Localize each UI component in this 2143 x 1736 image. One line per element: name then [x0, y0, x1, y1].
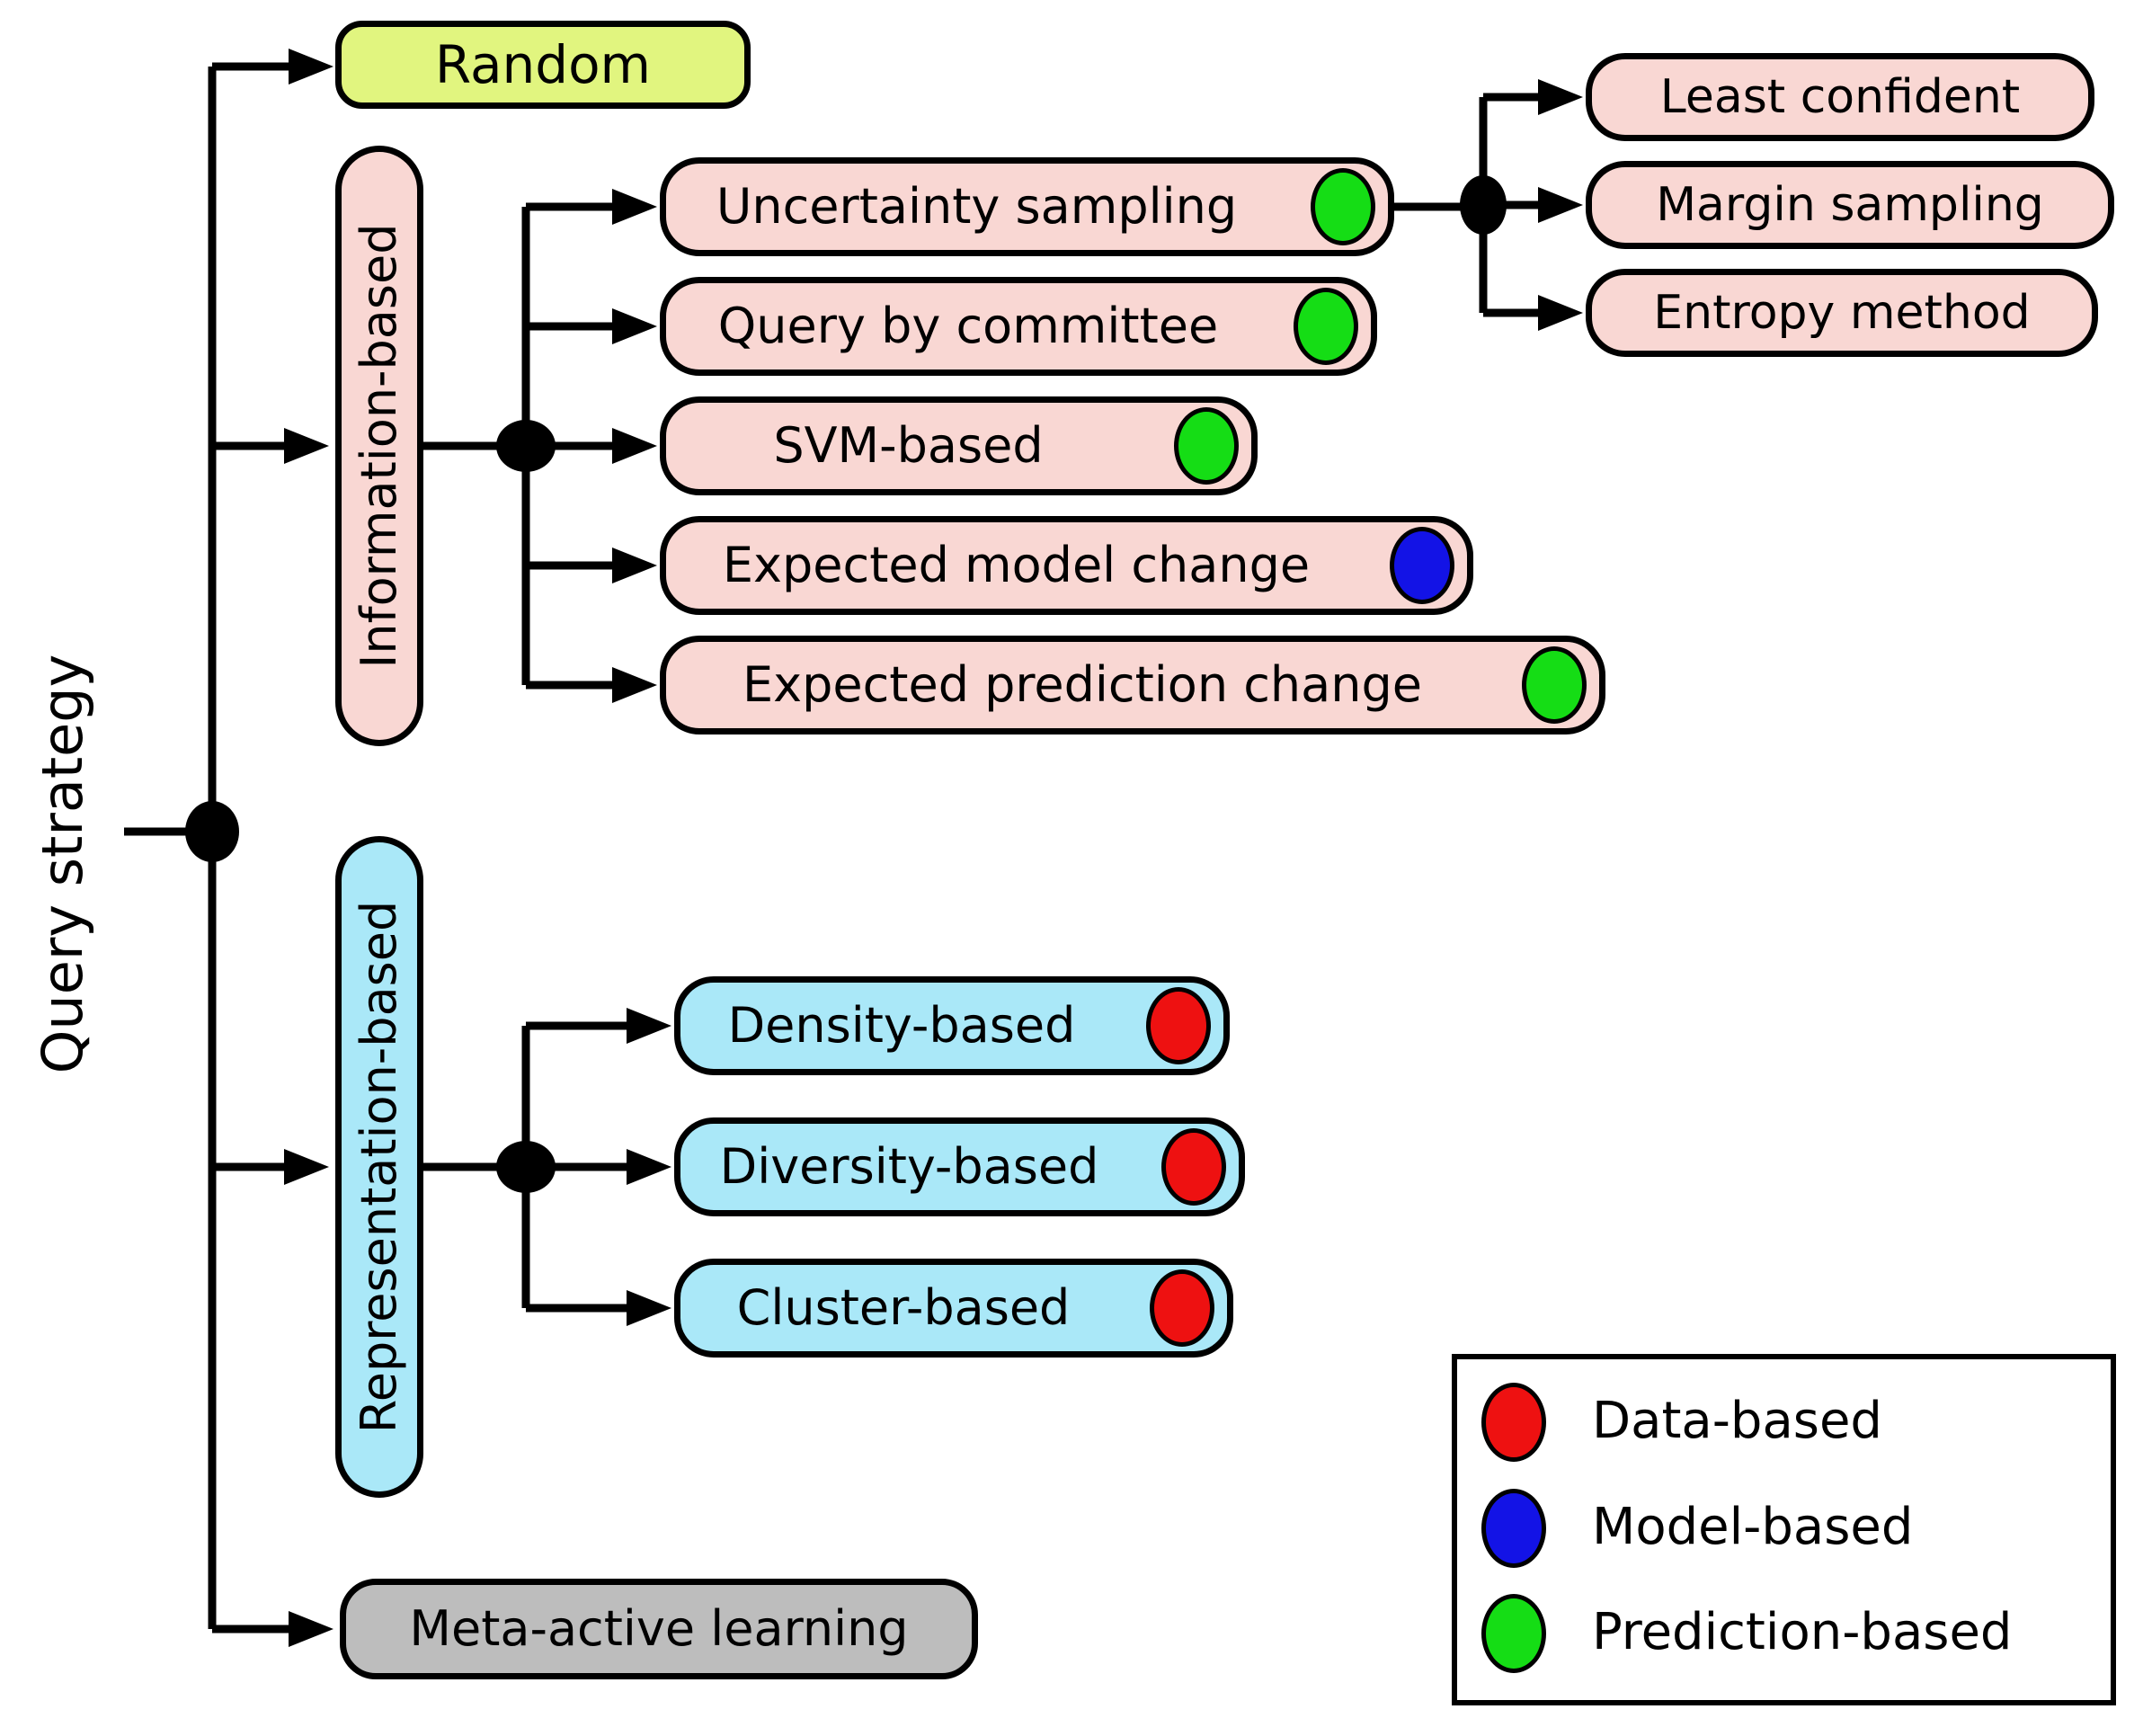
- arrowhead: [612, 189, 657, 225]
- legend-label: Model-based: [1592, 1498, 1914, 1556]
- node-label: SVM-based: [773, 417, 1044, 474]
- node-information-based: Information-based: [335, 146, 423, 746]
- arrowhead: [612, 428, 657, 464]
- node-uncertainty-sampling: Uncertainty sampling: [660, 157, 1394, 256]
- arrowhead: [627, 1008, 671, 1044]
- node-query-by-committee: Query by committee: [660, 277, 1377, 376]
- arrowhead: [627, 1149, 671, 1185]
- prediction-based-indicator: [1294, 288, 1358, 365]
- junction-dot: [185, 801, 239, 862]
- data-based-indicator: [1161, 1128, 1226, 1206]
- node-label: Uncertainty sampling: [716, 178, 1238, 235]
- node-label: Expected prediction change: [742, 656, 1422, 713]
- prediction-based-indicator: [1522, 646, 1587, 724]
- node-label: Query by committee: [717, 298, 1219, 354]
- arrowhead: [612, 548, 657, 583]
- data-based-indicator: [1146, 987, 1211, 1064]
- legend-label: Data-based: [1592, 1392, 1882, 1450]
- arrowhead: [1538, 187, 1583, 223]
- arrowhead: [289, 1611, 333, 1647]
- arrowhead: [612, 667, 657, 703]
- node-label: Representation-based: [351, 900, 407, 1434]
- data-based-legend-swatch: [1481, 1383, 1546, 1462]
- prediction-based-legend-swatch: [1481, 1594, 1546, 1673]
- node-label: Meta-active learning: [409, 1600, 909, 1657]
- arrowhead: [1538, 295, 1583, 331]
- junction-dots: [185, 175, 1507, 1193]
- arrowhead: [627, 1290, 671, 1326]
- node-label: Entropy method: [1653, 286, 2031, 340]
- prediction-based-indicator: [1311, 168, 1375, 245]
- node-representation-based: Representation-based: [335, 836, 423, 1498]
- junction-dot: [496, 1141, 556, 1193]
- node-meta-active-learning: Meta-active learning: [340, 1579, 978, 1679]
- legend-label: Prediction-based: [1592, 1603, 2013, 1661]
- node-label: Cluster-based: [736, 1279, 1071, 1336]
- node-entropy-method: Entropy method: [1586, 269, 2098, 357]
- model-based-legend-swatch: [1481, 1489, 1546, 1568]
- root-label-query-strategy: Query strategy: [30, 654, 95, 1074]
- node-label: Margin sampling: [1656, 178, 2044, 232]
- arrowhead: [612, 308, 657, 344]
- node-label: Least confident: [1659, 70, 2021, 124]
- node-svm-based: SVM-based: [660, 396, 1258, 495]
- node-expected-prediction-change: Expected prediction change: [660, 636, 1605, 734]
- model-based-indicator: [1390, 527, 1454, 604]
- legend-box: Data-based Model-based Prediction-based: [1452, 1354, 2116, 1705]
- node-random: Random: [335, 21, 751, 109]
- node-diversity-based: Diversity-based: [674, 1117, 1245, 1216]
- node-label: Diversity-based: [719, 1138, 1099, 1195]
- data-based-indicator: [1150, 1269, 1214, 1347]
- node-margin-sampling: Margin sampling: [1586, 161, 2114, 249]
- node-density-based: Density-based: [674, 976, 1230, 1075]
- node-expected-model-change: Expected model change: [660, 516, 1473, 615]
- node-label: Expected model change: [722, 537, 1311, 593]
- prediction-based-indicator: [1174, 407, 1239, 485]
- arrowhead: [284, 1149, 329, 1185]
- node-cluster-based: Cluster-based: [674, 1259, 1233, 1358]
- junction-dot: [1460, 175, 1507, 235]
- junction-dot: [496, 420, 556, 472]
- arrowhead: [289, 49, 333, 85]
- node-label: Information-based: [351, 223, 407, 669]
- arrowhead: [284, 428, 329, 464]
- node-label: Density-based: [727, 997, 1076, 1054]
- arrowheads: [284, 49, 1583, 1647]
- arrowhead: [1538, 79, 1583, 115]
- node-label: Random: [434, 34, 652, 95]
- node-least-confident: Least confident: [1586, 53, 2094, 141]
